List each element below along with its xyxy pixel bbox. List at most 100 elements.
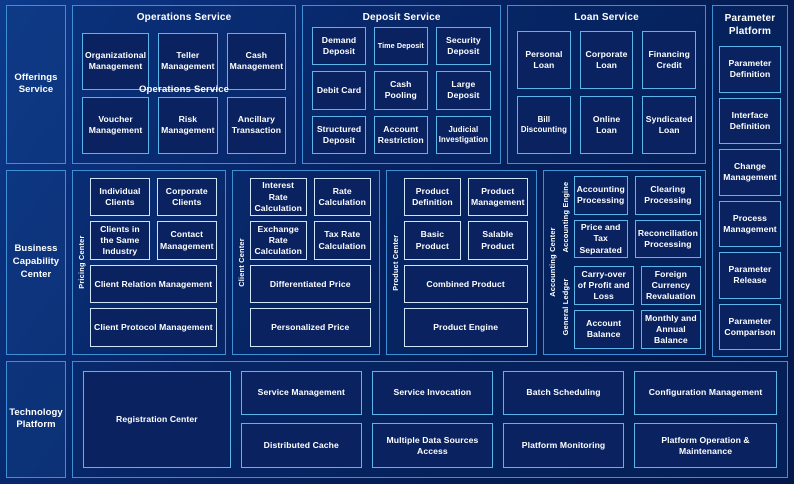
cell-structured-deposit[interactable]: Structured Deposit — [312, 115, 366, 154]
cell-service-management[interactable]: Service Management — [240, 370, 362, 416]
row-label-technology-platform: Technology Platform — [6, 360, 66, 478]
cell-personal-loan[interactable]: Personal Loan — [517, 31, 571, 89]
cell-personalized-price[interactable]: Personalized Price — [249, 308, 371, 347]
cell-syndicated-loan[interactable]: Syndicated Loan — [642, 95, 696, 154]
cell-exchange-rate-calculation[interactable]: Exchange Rate Calculation — [249, 221, 307, 260]
cell-clearing-processing[interactable]: Clearing Processing — [634, 175, 701, 215]
grid-client-center: Interest Rate Calculation Rate Calculati… — [248, 176, 375, 349]
cell-interest-rate-calculation[interactable]: Interest Rate Calculation — [249, 177, 307, 217]
cell-foreign-currency-revaluation[interactable]: Foreign Currency Revaluation — [640, 266, 701, 306]
cell-security-deposit[interactable]: Security Deposit — [435, 27, 492, 66]
group-title-deposit-service: Deposit Service — [362, 12, 441, 23]
row-label-offerings-service: Offerings Service — [6, 5, 66, 164]
cell-corporate-loan[interactable]: Corporate Loan — [579, 31, 634, 89]
grid-deposit-service: Demand Deposit Time Deposit Security Dep… — [303, 27, 500, 163]
cell-cash-management[interactable]: Cash Management — [226, 33, 287, 90]
group-loan-service: Loan Service Personal Loan Corporate Loa… — [507, 5, 706, 164]
panel-accounting-center: Accounting Center Accounting Engine Acco… — [542, 169, 706, 355]
offerings-service-row: Offerings Service Operations Service Ope… — [6, 5, 788, 357]
cell-time-deposit[interactable]: Time Deposit — [373, 27, 428, 66]
cell-account-balance[interactable]: Account Balance — [573, 310, 634, 349]
grid-loan-service: Personal Loan Corporate Loan Financing C… — [508, 27, 705, 163]
cell-product-management[interactable]: Product Management — [468, 177, 528, 217]
row-label-business-capability-center: Business Capability Center — [6, 169, 66, 355]
cell-salable-product[interactable]: Salable Product — [468, 221, 528, 260]
subpanel-general-ledger: General Ledger Carry-over of Profit and … — [559, 266, 701, 349]
panel-pricing-center: Pricing Center Individual Clients Corpor… — [72, 169, 226, 355]
cell-configuration-management[interactable]: Configuration Management — [634, 370, 777, 416]
cell-online-loan[interactable]: Online Loan — [579, 95, 634, 154]
parameter-platform-title-line1: Parameter — [724, 13, 776, 24]
subpanel-accounting-engine: Accounting Engine Accounting Processing … — [559, 175, 701, 259]
cell-carry-over-of-profit-and-loss[interactable]: Carry-over of Profit and Loss — [573, 266, 634, 306]
cell-demand-deposit[interactable]: Demand Deposit — [312, 27, 366, 66]
cell-batch-scheduling[interactable]: Batch Scheduling — [502, 370, 625, 416]
vlabel-accounting-center: Accounting Center — [547, 227, 557, 298]
cell-registration-center[interactable]: Registration Center — [83, 370, 231, 468]
grid-operations-service: Organizational Management Teller Managem… — [73, 27, 295, 163]
cell-large-deposit[interactable]: Large Deposit — [435, 71, 492, 110]
cell-organizational-management[interactable]: Organizational Management — [82, 33, 150, 90]
group-title-operations-service-duplicate: Operations Service — [138, 84, 230, 95]
accounting-center-inner: Accounting Engine Accounting Processing … — [559, 175, 701, 349]
cell-account-restriction[interactable]: Account Restriction — [373, 115, 428, 154]
business-capability-center-row: Business Capability Center Pricing Cente… — [6, 169, 788, 355]
cell-service-invocation[interactable]: Service Invocation — [371, 370, 493, 416]
cell-process-management[interactable]: Process Management — [719, 200, 781, 247]
cell-price-and-tax-separated[interactable]: Price and Tax Separated — [573, 219, 628, 259]
cell-reconciliation-processing[interactable]: Reconciliation Processing — [634, 219, 701, 259]
grid-general-ledger: Carry-over of Profit and Loss Foreign Cu… — [572, 266, 701, 349]
panel-client-center: Client Center Interest Rate Calculation … — [231, 169, 380, 355]
grid-accounting-engine: Accounting Processing Clearing Processin… — [572, 175, 701, 259]
cell-product-engine[interactable]: Product Engine — [403, 308, 528, 347]
vlabel-client-center: Client Center — [236, 238, 246, 287]
cell-basic-product[interactable]: Basic Product — [403, 221, 462, 260]
group-title-operations-service: Operations Service — [136, 12, 232, 23]
cell-financing-credit[interactable]: Financing Credit — [642, 31, 696, 89]
cell-parameter-definition[interactable]: Parameter Definition — [719, 46, 781, 93]
vlabel-product-center: Product Center — [390, 234, 400, 291]
cell-change-management[interactable]: Change Management — [719, 149, 781, 196]
cell-distributed-cache[interactable]: Distributed Cache — [240, 423, 362, 468]
cell-parameter-release[interactable]: Parameter Release — [719, 252, 781, 299]
cell-voucher-management[interactable]: Voucher Management — [82, 96, 150, 154]
cell-teller-management[interactable]: Teller Management — [158, 33, 218, 90]
vlabel-general-ledger: General Ledger — [560, 279, 570, 337]
cell-client-protocol-management[interactable]: Client Protocol Management — [90, 308, 217, 347]
cell-ancillary-transaction[interactable]: Ancillary Transaction — [226, 96, 287, 154]
cell-parameter-comparison[interactable]: Parameter Comparison — [719, 303, 781, 350]
grid-product-center: Product Definition Product Management Ba… — [402, 176, 532, 349]
group-title-loan-service: Loan Service — [574, 12, 639, 23]
cell-contact-management[interactable]: Contact Management — [156, 221, 217, 260]
cell-multiple-data-sources-access[interactable]: Multiple Data Sources Access — [371, 423, 493, 468]
cell-differentiated-price[interactable]: Differentiated Price — [249, 264, 371, 304]
parameter-platform-title-line2: Platform — [728, 26, 772, 37]
cell-client-relation-management[interactable]: Client Relation Management — [90, 264, 217, 304]
panel-technology-platform: Registration Center Service Management S… — [72, 360, 788, 478]
cell-platform-monitoring[interactable]: Platform Monitoring — [502, 423, 625, 468]
cell-product-definition[interactable]: Product Definition — [403, 177, 462, 217]
cell-individual-clients[interactable]: Individual Clients — [90, 177, 150, 217]
cell-combined-product[interactable]: Combined Product — [403, 264, 528, 304]
cell-debit-card[interactable]: Debit Card — [312, 71, 366, 110]
cell-interface-definition[interactable]: Interface Definition — [719, 97, 781, 144]
group-title-parameter-platform: Parameter Platform — [719, 10, 781, 41]
cell-bill-discounting[interactable]: Bill Discounting — [517, 95, 571, 154]
cell-risk-management[interactable]: Risk Management — [158, 96, 218, 154]
cell-accounting-processing[interactable]: Accounting Processing — [573, 175, 628, 215]
cell-cash-pooling[interactable]: Cash Pooling — [373, 71, 428, 110]
group-operations-service: Operations Service Operations Service Or… — [72, 5, 297, 164]
cell-corporate-clients[interactable]: Corporate Clients — [156, 177, 217, 217]
cell-monthly-and-annual-balance[interactable]: Monthly and Annual Balance — [640, 310, 701, 349]
cell-rate-calculation[interactable]: Rate Calculation — [313, 177, 371, 217]
vlabel-accounting-engine: Accounting Engine — [560, 181, 570, 253]
panel-product-center: Product Center Product Definition Produc… — [385, 169, 537, 355]
cell-tax-rate-calculation[interactable]: Tax Rate Calculation — [313, 221, 371, 260]
cell-platform-operation-and-maintenance[interactable]: Platform Operation & Maintenance — [634, 423, 777, 468]
grid-pricing-center: Individual Clients Corporate Clients Cli… — [88, 176, 221, 349]
cell-judicial-investigation[interactable]: Judicial Investigation — [435, 115, 492, 154]
group-parameter-platform-top: Parameter Platform Parameter Definition … — [712, 5, 788, 357]
group-deposit-service: Deposit Service Demand Deposit Time Depo… — [302, 5, 502, 164]
cell-clients-in-the-same-industry[interactable]: Clients in the Same Industry — [90, 221, 150, 260]
